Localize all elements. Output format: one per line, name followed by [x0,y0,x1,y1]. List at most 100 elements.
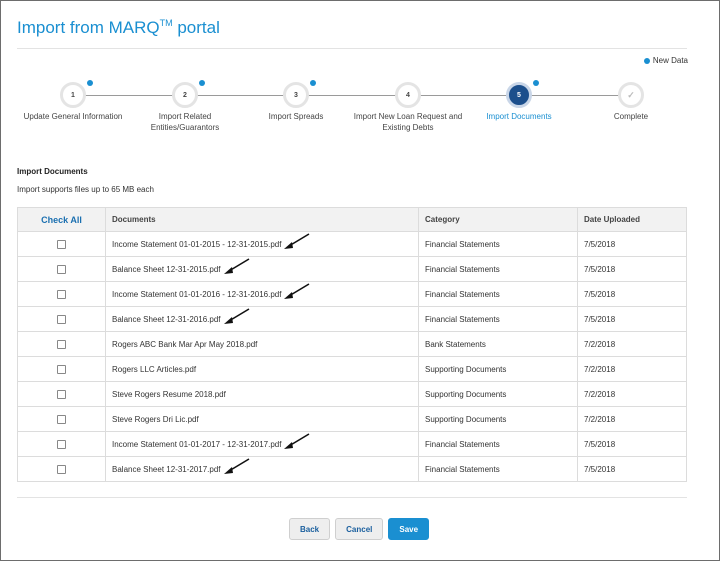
row-checkbox-cell [17,306,106,332]
document-name[interactable]: Rogers ABC Bank Mar Apr May 2018.pdf [105,331,419,357]
step-label: Update General Information [23,112,123,121]
document-category: Financial Statements [418,231,578,257]
check-icon: ✓ [618,82,644,108]
step-number: 1 [60,80,93,108]
table-row: Income Statement 01-01-2016 - 12-31-2016… [17,281,687,307]
check-all-link[interactable]: Check All [17,207,106,232]
title-divider [17,48,687,49]
row-checkbox-cell [17,381,106,407]
document-category: Supporting Documents [418,406,578,432]
document-name[interactable]: Income Statement 01-01-2017 - 12-31-2017… [105,431,419,457]
step-number: 5 [506,80,539,108]
document-category: Supporting Documents [418,356,578,382]
footer-divider [17,497,687,498]
date-uploaded: 7/2/2018 [577,406,687,432]
document-name[interactable]: Steve Rogers Resume 2018.pdf [105,381,419,407]
category-header: Category [418,207,578,232]
row-checkbox-cell [17,256,106,282]
footer-buttons: Back Cancel Save [289,518,430,540]
document-name[interactable]: Balance Sheet 12-31-2015.pdf [105,256,419,282]
row-checkbox-cell [17,406,106,432]
table-row: Income Statement 01-01-2017 - 12-31-2017… [17,431,687,457]
documents-header: Documents [105,207,419,232]
new-data-dot-icon [87,80,93,86]
date-uploaded: 7/5/2018 [577,431,687,457]
step-number: 2 [172,80,205,108]
step-label: Import Documents [486,112,552,121]
step-number: 3 [283,80,316,108]
document-category: Supporting Documents [418,381,578,407]
row-checkbox[interactable] [57,239,66,249]
document-name[interactable]: Income Statement 01-01-2016 - 12-31-2016… [105,281,419,307]
step-label: Complete [613,112,649,121]
row-checkbox-cell [17,231,106,257]
new-data-dot-icon [199,80,205,86]
row-checkbox[interactable] [57,389,66,399]
step-label: Import New Loan Request and Existing Deb… [353,112,463,132]
table-row: Income Statement 01-01-2015 - 12-31-2015… [17,231,687,257]
date-uploaded: 7/5/2018 [577,256,687,282]
stepper-track [73,95,631,96]
cancel-button[interactable]: Cancel [335,518,384,540]
row-checkbox[interactable] [57,364,66,374]
row-checkbox-cell [17,331,106,357]
legend-label: New Data [652,56,688,65]
row-checkbox[interactable] [57,439,66,449]
row-checkbox[interactable] [57,464,66,474]
section-title: Import Documents [17,167,88,176]
document-category: Financial Statements [418,431,578,457]
table-header-row: Check All Documents Category Date Upload… [17,207,687,232]
step-number: 4 [395,82,421,108]
row-checkbox-cell [17,456,106,482]
row-checkbox-cell [17,281,106,307]
new-data-dot-icon [310,80,316,86]
row-checkbox-cell [17,431,106,457]
row-checkbox-cell [17,356,106,382]
date-uploaded: 7/5/2018 [577,456,687,482]
row-checkbox[interactable] [57,339,66,349]
new-data-dot-icon [643,57,650,64]
new-data-dot-icon [533,80,539,86]
step-6: ✓ Complete [576,82,686,122]
date-uploaded: 7/5/2018 [577,306,687,332]
date-uploaded: 7/2/2018 [577,356,687,382]
row-checkbox[interactable] [57,289,66,299]
document-name[interactable]: Balance Sheet 12-31-2017.pdf [105,456,419,482]
document-category: Financial Statements [418,256,578,282]
document-category: Financial Statements [418,306,578,332]
back-button[interactable]: Back [289,518,331,540]
document-name[interactable]: Balance Sheet 12-31-2016.pdf [105,306,419,332]
step-label: Import Spreads [268,112,324,121]
date-uploaded: 7/5/2018 [577,281,687,307]
step-label: Import Related Entities/Guarantors [150,112,220,132]
document-category: Bank Statements [418,331,578,357]
document-name[interactable]: Rogers LLC Articles.pdf [105,356,419,382]
new-data-legend: New Data [643,56,688,65]
date-uploaded-header: Date Uploaded [577,207,687,232]
document-name[interactable]: Income Statement 01-01-2015 - 12-31-2015… [105,231,419,257]
save-button[interactable]: Save [388,518,430,540]
documents-table: Check All Documents Category Date Upload… [17,207,687,482]
document-category: Financial Statements [418,281,578,307]
document-name[interactable]: Steve Rogers Dri Lic.pdf [105,406,419,432]
page-title: Import from MARQTM portal [17,18,220,37]
row-checkbox[interactable] [57,414,66,424]
row-checkbox[interactable] [57,314,66,324]
row-checkbox[interactable] [57,264,66,274]
documents-table-body: Income Statement 01-01-2015 - 12-31-2015… [17,231,687,482]
document-category: Financial Statements [418,456,578,482]
date-uploaded: 7/2/2018 [577,331,687,357]
